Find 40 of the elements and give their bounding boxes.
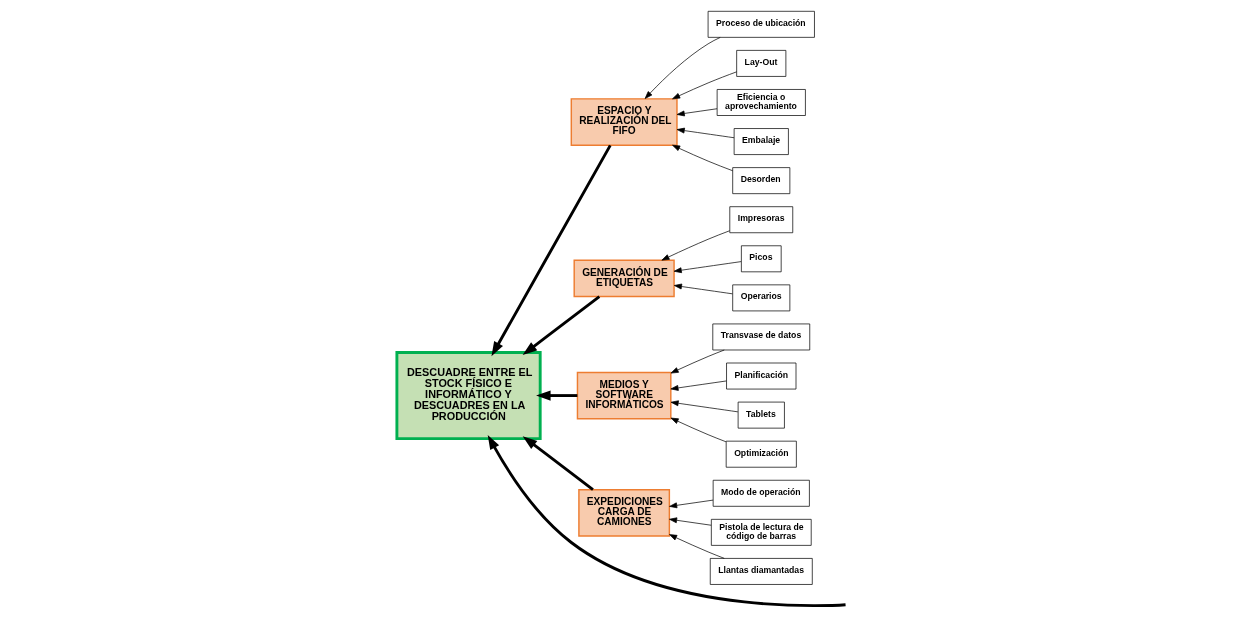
- node-box: Proceso de ubicación: [707, 10, 815, 38]
- arrow: [491, 144, 612, 357]
- arrow: [670, 380, 727, 391]
- node-box: ESPACIO Y REALIZACIÓN DEL FIFO: [570, 98, 678, 146]
- node-box: Operarios: [732, 284, 791, 312]
- node-box: Transvase de datos: [712, 323, 811, 351]
- node-box: Impresoras: [729, 206, 794, 234]
- arrow: [673, 261, 742, 274]
- node-box: Desorden: [732, 167, 791, 195]
- node-box: EXPEDICIONES CARGA DE CAMIONES: [578, 488, 671, 537]
- node-box: Planificación: [726, 362, 797, 390]
- node-box: Embalaje: [733, 128, 789, 155]
- node-box: GENERACIÓN DE ETIQUETAS: [573, 259, 675, 298]
- arrow: [669, 534, 725, 559]
- node-box: Pistola de lectura de código de barras: [711, 518, 812, 546]
- arrow: [522, 295, 601, 355]
- node-box: Picos: [741, 245, 782, 273]
- arrow: [670, 417, 727, 443]
- node-box: Optimización: [725, 440, 797, 468]
- arrow: [487, 434, 846, 608]
- arrow: [669, 499, 714, 509]
- arrow: [672, 144, 733, 172]
- node-box: Eficiencia o aprovechamiento: [716, 89, 806, 116]
- node-box: Modo de operación: [712, 479, 810, 507]
- arrow: [676, 108, 718, 117]
- arrow: [522, 436, 594, 491]
- arrow: [669, 517, 712, 526]
- arrow: [670, 400, 739, 413]
- arrow: [661, 230, 730, 261]
- node-box: Lay-Out: [736, 50, 787, 77]
- node-box: Tablets: [737, 401, 785, 429]
- arrow: [644, 37, 721, 99]
- arrow: [676, 127, 735, 139]
- node-box: Llantas diamantadas: [709, 558, 813, 585]
- arrow: [536, 390, 578, 401]
- arrow: [670, 349, 725, 374]
- arrow: [674, 283, 733, 295]
- arrow: [672, 71, 737, 100]
- node-box: DESCUADRE ENTRE EL STOCK FÍSICO E INFORMÁTICO Y DESCUADRES EN LA PRODUCCIÓN: [395, 351, 542, 441]
- node-box: MEDIOS Y SOFTWARE INFORMÁTICOS: [576, 371, 672, 420]
